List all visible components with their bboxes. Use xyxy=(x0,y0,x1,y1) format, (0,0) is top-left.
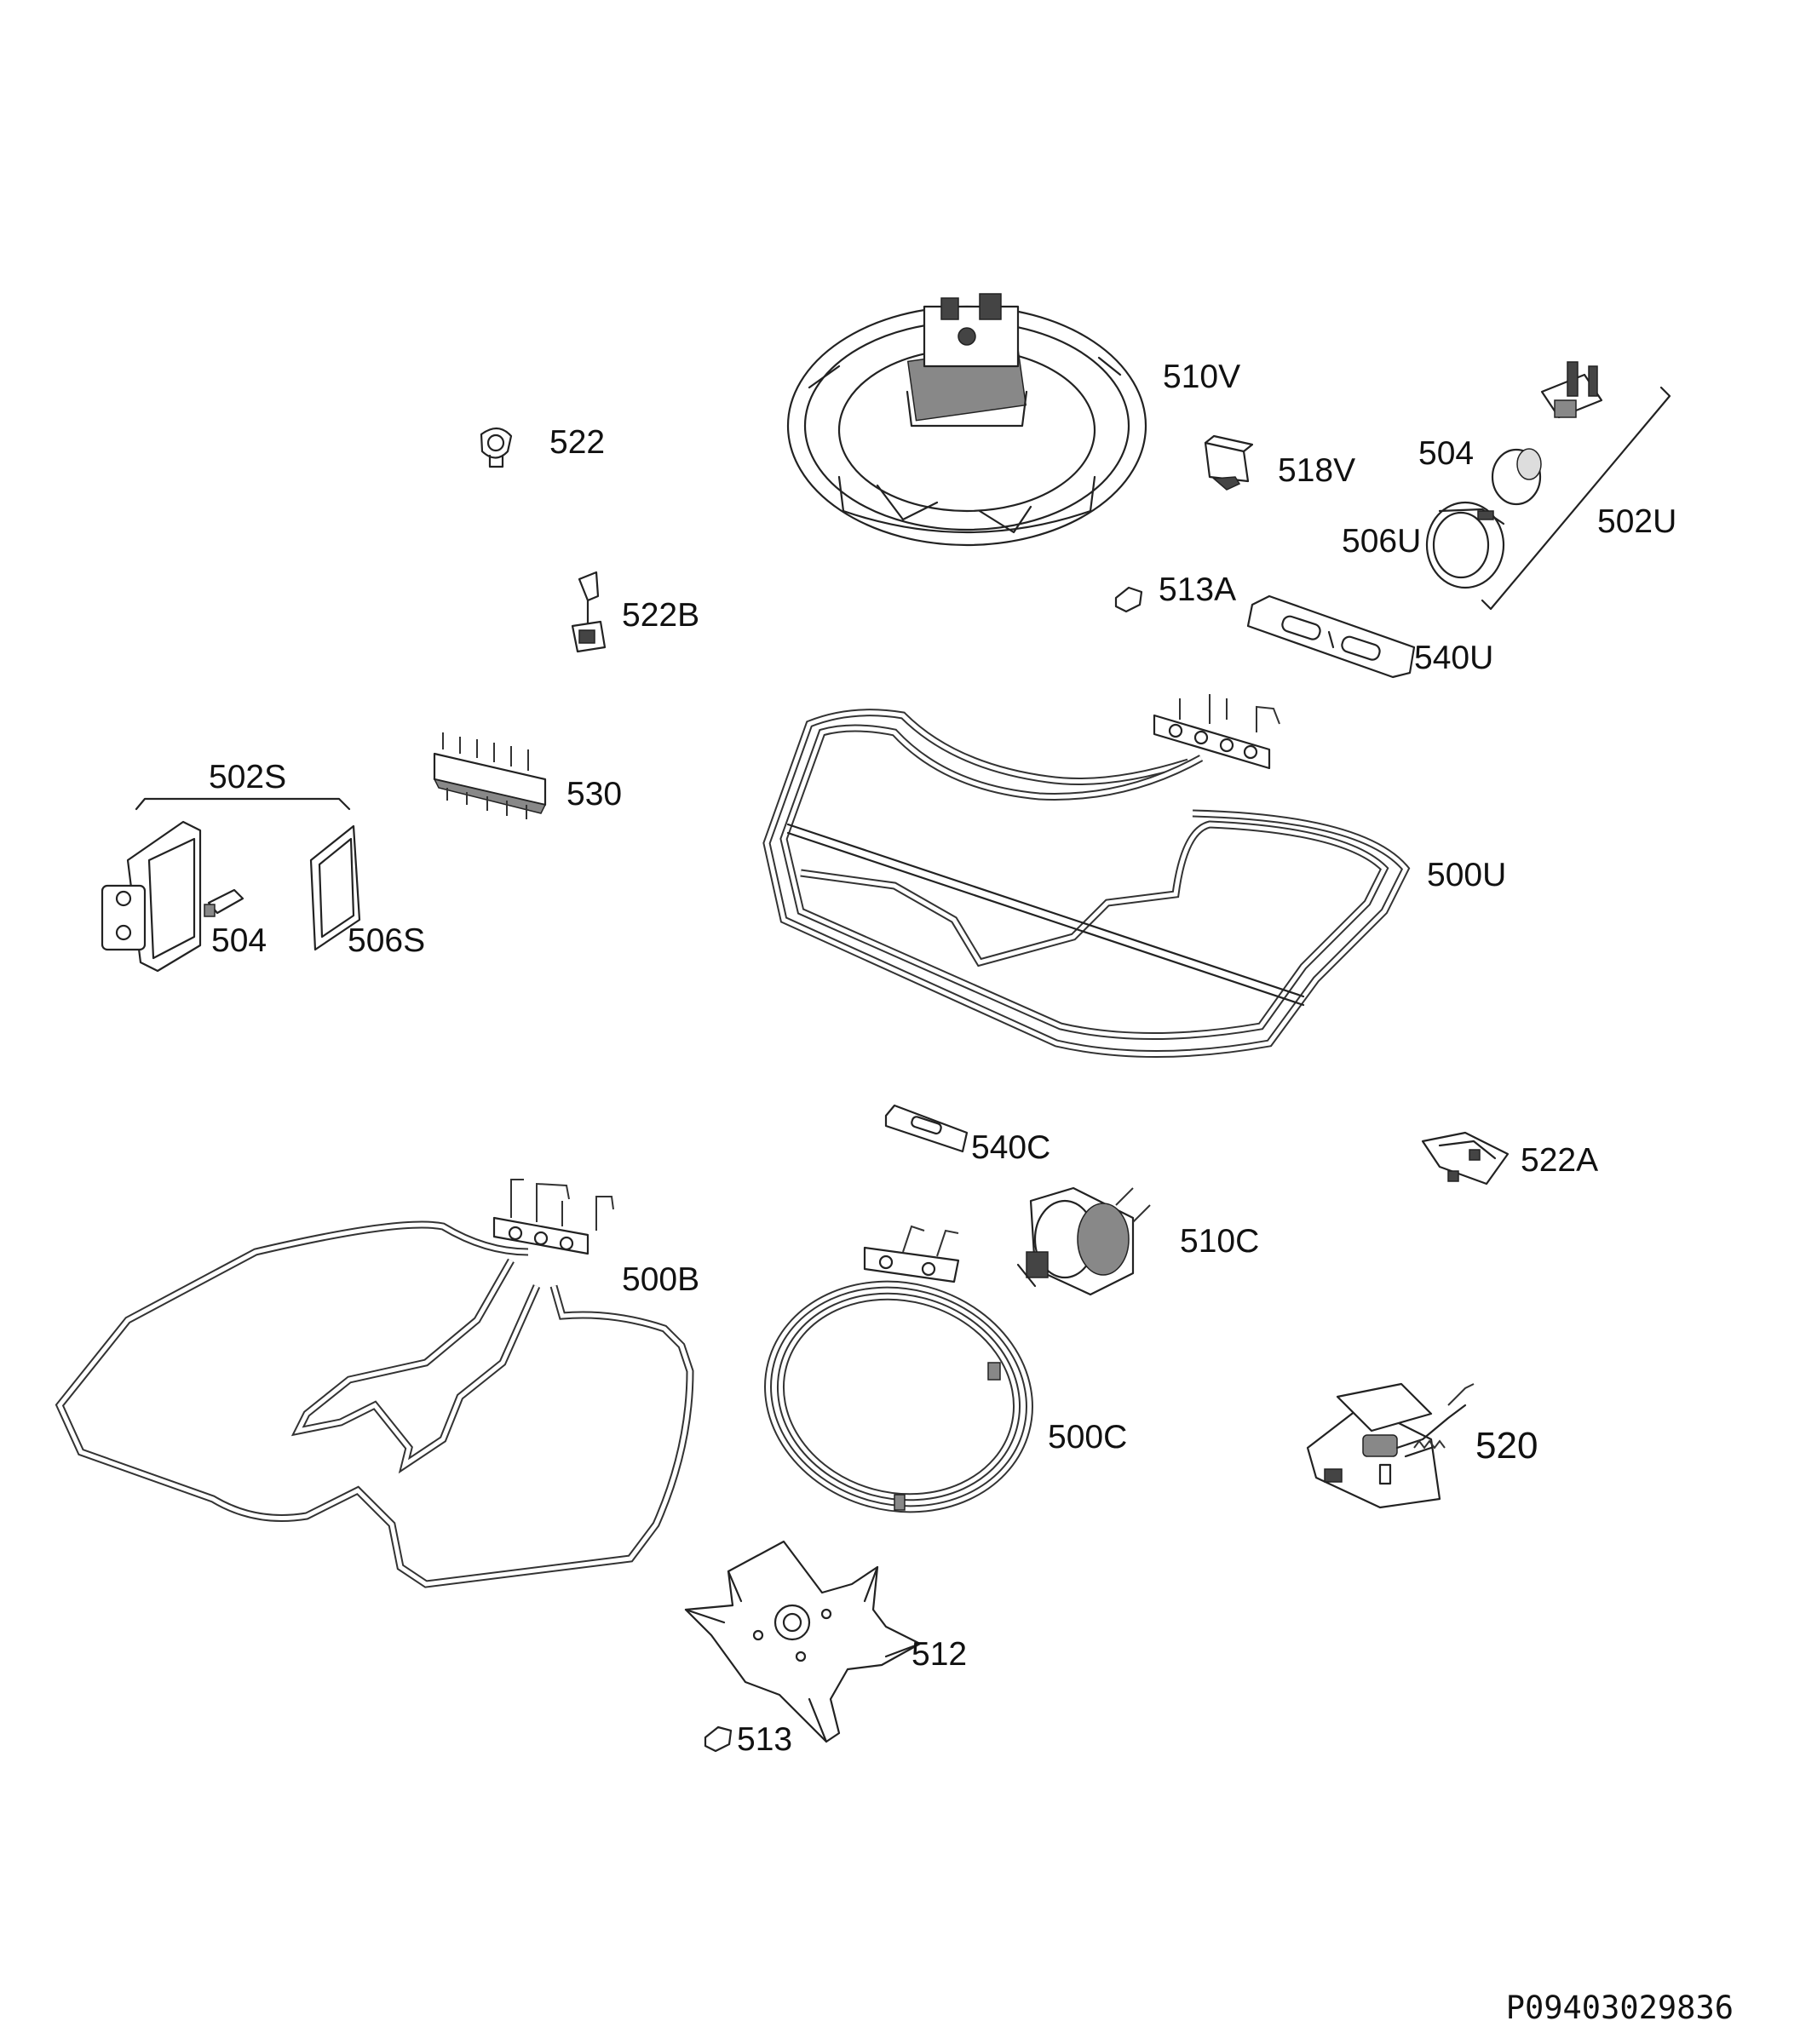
label-540u: 540U xyxy=(1414,640,1493,676)
label-510v: 510V xyxy=(1163,359,1240,395)
bracket-502u xyxy=(1481,386,1671,611)
part-540c-gasket[interactable] xyxy=(884,1104,969,1153)
part-502u-lamp-holder[interactable] xyxy=(1540,361,1603,419)
label-504-top: 504 xyxy=(1418,435,1474,472)
part-513a-nut[interactable] xyxy=(1114,586,1143,613)
part-522-clip[interactable] xyxy=(480,427,513,468)
part-500u-grill-element[interactable] xyxy=(762,694,1411,1058)
part-500b-bottom-element[interactable] xyxy=(55,1179,694,1588)
drawing-code: P09403029836 xyxy=(1506,1989,1734,2026)
label-540c: 540C xyxy=(971,1129,1050,1166)
part-504-lamp-bulb-top[interactable] xyxy=(1491,448,1542,506)
label-506s: 506S xyxy=(348,922,425,959)
label-513a: 513A xyxy=(1159,571,1236,608)
label-530: 530 xyxy=(566,776,622,812)
part-504-lamp-bulb-left[interactable] xyxy=(204,888,244,917)
label-500b: 500B xyxy=(622,1261,699,1298)
bracket-502s xyxy=(135,797,351,811)
label-500c: 500C xyxy=(1048,1419,1127,1455)
part-510v-fan-motor-housing[interactable] xyxy=(786,293,1147,547)
label-518v: 518V xyxy=(1278,452,1355,489)
part-540u-gasket[interactable] xyxy=(1246,594,1416,679)
label-510c: 510C xyxy=(1180,1223,1259,1260)
label-513: 513 xyxy=(737,1721,792,1758)
label-522: 522 xyxy=(549,424,605,461)
label-502u: 502U xyxy=(1597,503,1676,540)
part-513-nut[interactable] xyxy=(704,1725,733,1753)
part-520-door-lock[interactable] xyxy=(1306,1382,1475,1509)
part-522a-switch[interactable] xyxy=(1421,1131,1510,1186)
label-500u: 500U xyxy=(1427,857,1506,893)
label-506u: 506U xyxy=(1342,523,1421,560)
label-512: 512 xyxy=(912,1636,967,1673)
part-522b-switch[interactable] xyxy=(571,571,607,653)
label-522a: 522A xyxy=(1521,1142,1598,1179)
part-500c-ring-element[interactable] xyxy=(743,1225,1055,1538)
label-502s: 502S xyxy=(209,759,286,795)
part-512-fan-blade[interactable] xyxy=(684,1540,922,1743)
part-502s-lamp-housing[interactable] xyxy=(101,820,202,973)
part-510c-fan-motor[interactable] xyxy=(1016,1186,1151,1296)
part-506u-lamp-cover[interactable] xyxy=(1425,501,1505,589)
part-530-terminal-block[interactable] xyxy=(433,732,547,819)
part-506s-lamp-glass[interactable] xyxy=(309,824,361,951)
label-520: 520 xyxy=(1475,1425,1538,1467)
label-522b: 522B xyxy=(622,597,699,634)
label-504-left: 504 xyxy=(211,922,267,959)
part-518v-bracket[interactable] xyxy=(1204,434,1254,491)
